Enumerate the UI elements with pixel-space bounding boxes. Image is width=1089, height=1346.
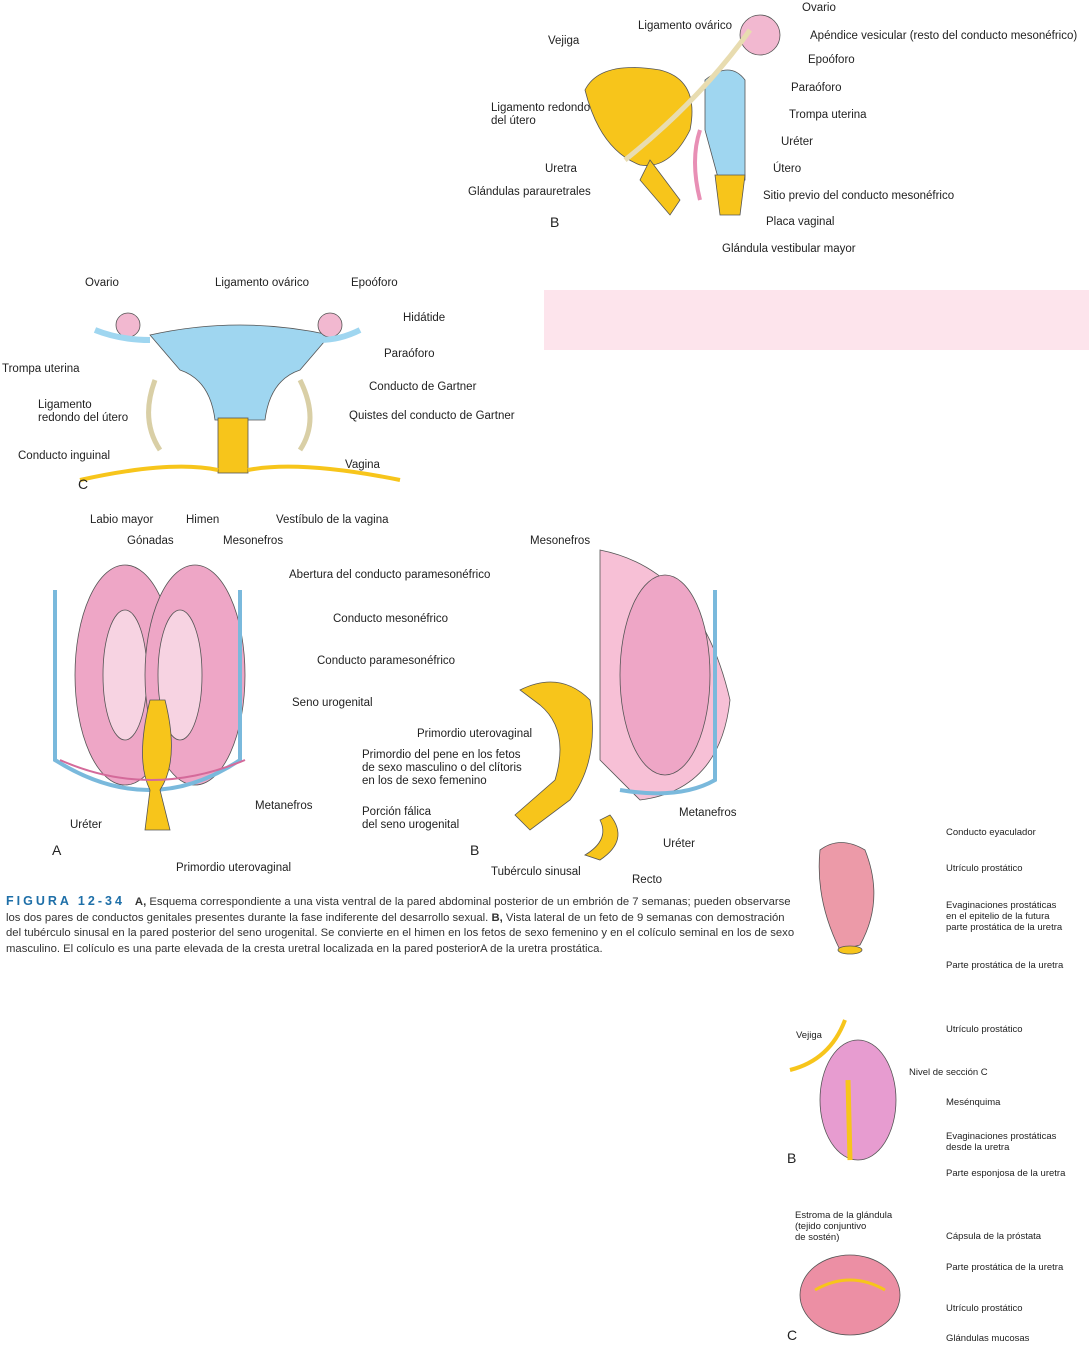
- label-abertura-paramesonefrico: Abertura del conducto paramesonéfrico: [289, 569, 491, 581]
- highlight-box: [544, 290, 1089, 350]
- label-sitio-previo: Sitio previo del conducto mesonéfrico: [763, 190, 955, 202]
- label-conducto-eyaculador: Conducto eyaculador: [946, 827, 1036, 838]
- label-utero: Útero: [773, 163, 802, 175]
- label-tuberculo-sinusal: Tubérculo sinusal: [491, 866, 581, 878]
- label-glandula-vestibular: Glándula vestibular mayor: [722, 243, 856, 255]
- figure-number: FIGURA 12-34: [6, 894, 125, 908]
- label-capsula: Cápsula de la próstata: [946, 1231, 1042, 1242]
- label-ureter-b: Uréter: [663, 838, 695, 850]
- label-primordio-uterovaginal-b: Primordio uterovaginal: [417, 728, 533, 740]
- label-primordio-pene: Primordio del pene en los fetos de sexo …: [362, 749, 522, 788]
- label-porcion-falica: Porción fálica del seno urogenital: [362, 806, 460, 832]
- label-ovario-c: Ovario: [85, 277, 119, 289]
- label-ureter-a: Uréter: [70, 819, 102, 831]
- label-labio-mayor: Labio mayor: [90, 514, 154, 526]
- caption-stray-letter: A: [480, 942, 488, 955]
- label-conducto-inguinal: Conducto inguinal: [18, 450, 111, 462]
- figure-caption: FIGURA 12-34 A, Esquema correspondiente a…: [6, 894, 796, 957]
- label-nivel-seccion: Nivel de sección C: [909, 1067, 988, 1078]
- label-ovario: Ovario: [802, 2, 836, 14]
- label-placa-vaginal: Placa vaginal: [766, 216, 835, 228]
- label-apendice-vesicular: Apéndice vesicular (resto del conducto m…: [810, 30, 1078, 42]
- label-recto: Recto: [632, 874, 663, 886]
- prostate-figures-art: [789, 842, 901, 1336]
- label-utriculo-1: Utrículo prostático: [946, 863, 1023, 874]
- figure-12-34-a-art: [53, 564, 246, 831]
- label-conducto-mesonefrico: Conducto mesonéfrico: [333, 613, 449, 625]
- label-vagina: Vagina: [345, 459, 380, 471]
- label-conducto-gartner: Conducto de Gartner: [369, 381, 477, 393]
- label-glandulas-mucosas: Glándulas mucosas: [946, 1333, 1030, 1344]
- label-gonadas: Gónadas: [127, 535, 174, 547]
- label-trompa-uterina-c: Trompa uterina: [2, 363, 80, 375]
- label-paraoforo: Paraóforo: [791, 82, 842, 94]
- panel-letter-b-prostate: B: [787, 1150, 797, 1166]
- label-mesonefros-a: Mesonefros: [223, 535, 284, 547]
- caption-b-marker: B,: [491, 911, 503, 924]
- label-vejiga: Vejiga: [548, 35, 580, 47]
- label-quistes-gartner: Quistes del conducto de Gartner: [349, 410, 515, 422]
- caption-a-marker: A,: [134, 896, 147, 908]
- label-mesenquima: Mesénquima: [946, 1097, 1001, 1108]
- panel-letter-a: A: [52, 842, 62, 858]
- label-ligamento-redondo-c: Ligamento redondo del útero: [38, 399, 129, 425]
- label-epooforo: Epoóforo: [808, 54, 855, 66]
- label-metanefros-a: Metanefros: [255, 800, 313, 812]
- label-glandulas-parauretrales: Glándulas parauretrales: [468, 186, 591, 198]
- figure-b-top-art: [584, 14, 781, 216]
- label-parte-prostatica-2: Parte prostática de la uretra: [946, 1262, 1064, 1273]
- panel-letter-b-top: B: [550, 214, 560, 230]
- caption-text-a: Esquema correspondiente a una vista vent…: [6, 896, 791, 924]
- label-parte-prostatica-1: Parte prostática de la uretra: [946, 960, 1064, 971]
- caption-text-b: Vista lateral de un feto de 9 semanas co…: [6, 911, 795, 955]
- label-parte-esponjosa: Parte esponjosa de la uretra: [946, 1168, 1066, 1179]
- label-ligamento-ovarico: Ligamento ovárico: [638, 20, 732, 32]
- label-ligamento-redondo: Ligamento redondo del útero: [491, 102, 591, 128]
- panel-letter-c-top: C: [78, 476, 89, 492]
- label-utriculo-2: Utrículo prostático: [946, 1024, 1023, 1035]
- label-vestibulo: Vestíbulo de la vagina: [276, 514, 389, 526]
- label-conducto-paramesonefrico: Conducto paramesonéfrico: [317, 655, 456, 667]
- label-utriculo-3: Utrículo prostático: [946, 1303, 1023, 1314]
- panel-letter-b: B: [470, 842, 480, 858]
- panel-letter-c-prostate: C: [787, 1327, 798, 1343]
- label-paraoforo-c: Paraóforo: [384, 348, 435, 360]
- label-metanefros-b: Metanefros: [679, 807, 737, 819]
- figure-12-34-b-art: [514, 549, 731, 861]
- label-primordio-uterovaginal-a: Primordio uterovaginal: [176, 862, 292, 874]
- label-himen: Himen: [186, 514, 220, 526]
- label-ureter: Uréter: [781, 136, 813, 148]
- label-evaginaciones-uretra: Evaginaciones prostáticas desde la uretr…: [946, 1131, 1057, 1153]
- label-seno-urogenital: Seno urogenital: [292, 697, 373, 709]
- label-vejiga-prostate: Vejiga: [796, 1030, 822, 1041]
- label-mesonefros-b: Mesonefros: [530, 535, 591, 547]
- label-evaginaciones-epitelio: Evaginaciones prostáticas en el epitelio…: [946, 900, 1063, 933]
- label-epooforo-c: Epoóforo: [351, 277, 398, 289]
- figure-c-top-art: [79, 312, 401, 482]
- label-estroma: Estroma de la glándula (tejido conjuntiv…: [795, 1210, 893, 1243]
- label-trompa-uterina: Trompa uterina: [789, 109, 867, 121]
- label-hidatide: Hidátide: [403, 312, 446, 324]
- label-uretra: Uretra: [545, 163, 577, 175]
- caption-text-end: de la uretra prostática.: [487, 942, 603, 955]
- label-ligamento-ovarico-c: Ligamento ovárico: [215, 277, 309, 289]
